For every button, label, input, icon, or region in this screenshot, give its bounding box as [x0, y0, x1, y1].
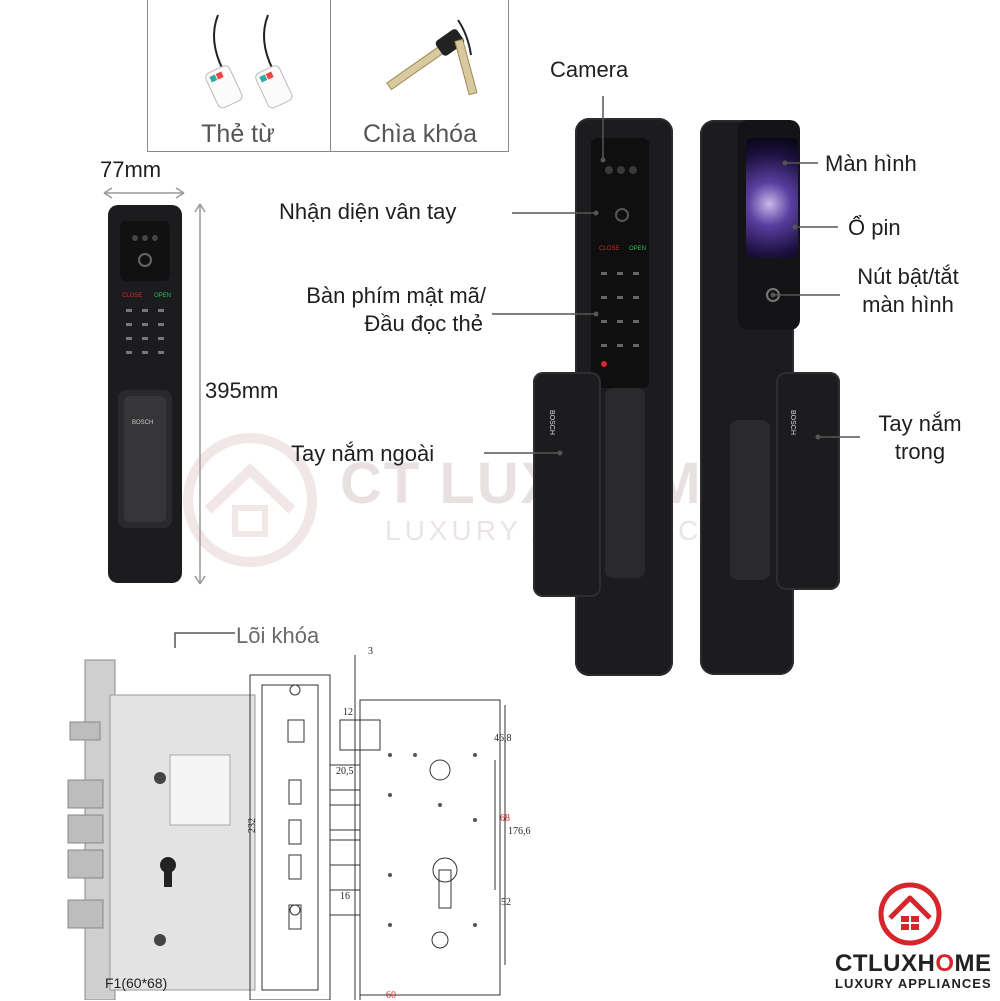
callout-inner-handle: Tay nắm trong [855, 410, 985, 465]
callout-keypad: Bàn phím mật mã/ Đầu đọc thẻ [296, 282, 486, 337]
callout-lines [484, 96, 860, 456]
dim-52: 52 [501, 897, 511, 908]
fingerprint-sensor [615, 208, 629, 222]
dim-176-6: 176,6 [508, 826, 531, 837]
front-close-label: CLOSE [122, 293, 143, 299]
logo-wordmark: CTLUXHOME [835, 950, 992, 978]
front-keypad [122, 305, 168, 365]
callout-power-button-line2: màn hình [862, 291, 954, 317]
logo-o: O [935, 950, 955, 977]
callout-fingerprint: Nhận diện vân tay [279, 199, 457, 224]
logo-tagline: LUXURY APPLIANCES [835, 976, 992, 991]
accessories-divider [330, 0, 331, 152]
outer-handle[interactable]: BOSCH [533, 372, 601, 597]
mortise-technical-drawing [249, 655, 506, 1000]
rfid-card-icon [205, 14, 293, 109]
callout-camera: Camera [550, 57, 629, 82]
dim-16: 16 [340, 891, 350, 902]
dim-12: 12 [343, 707, 353, 718]
logo-ct: CT [835, 950, 868, 977]
logo-lux: LUXH [868, 950, 936, 977]
dim-46-8: 46,8 [494, 733, 512, 744]
callout-screen: Màn hình [825, 151, 917, 176]
width-dimension-label: 77mm [100, 157, 162, 182]
callout-lock-core: Lõi khóa [236, 623, 320, 648]
callout-inner-handle-line2: trong [894, 438, 946, 464]
ctluxhome-logo-icon [878, 882, 942, 946]
front-lock-body: CLOSE OPEN BOSCH [108, 205, 182, 583]
callout-power-button-line1: Nút bật/tắt [857, 264, 959, 289]
watermark-house-icon [183, 433, 317, 567]
callout-outer-handle: Tay nắm ngoài [291, 441, 435, 466]
card-label: Thẻ từ [201, 120, 275, 148]
outer-close-label: CLOSE [599, 246, 620, 252]
mortise-model-label: F1(60*68) [105, 975, 168, 991]
outer-panel: CLOSE OPEN [591, 138, 649, 388]
key-icon [386, 19, 478, 96]
inner-screen [746, 138, 798, 258]
dim-232: 232 [247, 818, 258, 833]
front-brand-text: BOSCH [132, 420, 154, 426]
outer-keypad [601, 272, 639, 367]
front-camera-module [120, 221, 170, 281]
dim-20-5: 20,5 [336, 766, 354, 777]
dim-3: 3 [368, 646, 373, 657]
mortise-photo [67, 632, 256, 1000]
callout-battery: Ổ pin [848, 215, 901, 240]
inner-handle[interactable]: BOSCH [776, 372, 840, 590]
callout-inner-handle-line1: Tay nắm [878, 411, 962, 436]
callout-keypad-line1: Bàn phím mật mã/ [306, 283, 486, 308]
logo-me: ME [954, 950, 992, 977]
front-open-label: OPEN [154, 293, 172, 299]
accessories-box: Thẻ từ Chìa khóa [147, 0, 509, 152]
outer-open-label: OPEN [629, 246, 647, 252]
dim-68: 68 [500, 813, 510, 824]
height-arrow [194, 203, 206, 585]
key-label: Chìa khóa [363, 120, 477, 148]
width-arrow [103, 187, 185, 199]
height-dimension-label: 395mm [205, 378, 279, 403]
front-handle: BOSCH [118, 390, 172, 528]
callout-power-button: Nút bật/tắt màn hình [838, 263, 978, 318]
dim-60: 60 [386, 990, 396, 1001]
callout-keypad-line2: Đầu đọc thẻ [364, 310, 483, 336]
